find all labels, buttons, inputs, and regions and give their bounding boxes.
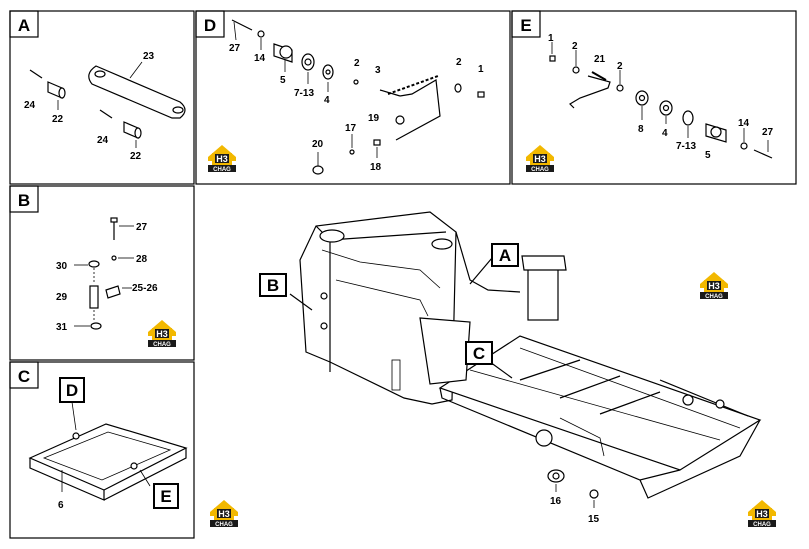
label-a-24a: 24 <box>24 100 36 111</box>
label-e-8: 8 <box>638 124 644 135</box>
label-d-1: 1 <box>478 64 484 75</box>
logo-icon <box>700 272 728 300</box>
label-d-27: 27 <box>229 43 241 54</box>
label-e-5: 5 <box>705 150 711 161</box>
label-d-7-13: 7-13 <box>294 88 314 99</box>
label-d-2a: 2 <box>354 58 360 69</box>
logo-icon <box>148 320 176 348</box>
label-d-17: 17 <box>345 123 357 134</box>
label-b-31: 31 <box>56 322 68 333</box>
svg-text:B: B <box>267 276 279 295</box>
main-chassis-drawing: 16 15 A B C <box>259 211 762 525</box>
svg-text:D: D <box>66 381 78 400</box>
label-b-28: 28 <box>136 254 148 265</box>
logo-icon <box>210 500 238 528</box>
label-d-4: 4 <box>324 95 330 106</box>
label-b-30: 30 <box>56 261 68 272</box>
callout-main-b: B <box>259 273 287 297</box>
label-main-15: 15 <box>588 514 600 525</box>
label-d-5: 5 <box>280 75 286 86</box>
label-main-16: 16 <box>550 496 562 507</box>
logo-icon <box>748 500 776 528</box>
panel-c-tag: C <box>9 361 39 389</box>
label-d-19: 19 <box>368 113 380 124</box>
label-e-1: 1 <box>548 33 554 44</box>
label-d-18: 18 <box>370 162 382 173</box>
svg-text:E: E <box>160 487 171 506</box>
label-e-4: 4 <box>662 128 668 139</box>
panel-c-drawing: 6 D E <box>28 377 188 511</box>
label-d-2b: 2 <box>456 57 462 68</box>
label-d-14: 14 <box>254 53 266 64</box>
panel-e-tag: E <box>511 10 541 38</box>
label-a-24b: 24 <box>97 135 109 146</box>
label-e-2a: 2 <box>572 41 578 52</box>
link-plate <box>88 65 186 119</box>
label-e-7-13: 7-13 <box>676 141 696 152</box>
svg-text:C: C <box>18 367 30 386</box>
svg-text:E: E <box>520 16 531 35</box>
callout-d: D <box>59 377 85 403</box>
panel-b-tag: B <box>9 185 39 213</box>
svg-text:D: D <box>204 16 216 35</box>
label-e-2b: 2 <box>617 61 623 72</box>
panel-a-drawing: 23 24 22 24 22 <box>24 51 186 162</box>
panel-a-frame <box>9 10 195 185</box>
label-a-22a: 22 <box>52 114 64 125</box>
logo-icon <box>526 145 554 173</box>
label-e-21: 21 <box>594 54 606 65</box>
callout-main-c: C <box>465 341 493 365</box>
rear-post <box>527 261 559 321</box>
svg-text:C: C <box>473 344 485 363</box>
panel-e-drawing: 1 2 21 2 8 4 7-13 5 14 27 <box>548 33 774 161</box>
panel-d-frame <box>195 10 511 185</box>
c-frame-6 <box>28 423 188 491</box>
label-e-27: 27 <box>762 127 774 138</box>
panel-d-tag: D <box>195 10 225 38</box>
label-d-20: 20 <box>312 139 324 150</box>
logo-icon <box>208 145 236 173</box>
label-a-23: 23 <box>143 51 155 62</box>
d-rod-3 <box>379 79 441 141</box>
label-e-14: 14 <box>738 118 750 129</box>
svg-text:A: A <box>499 246 511 265</box>
front-tower <box>299 211 457 405</box>
panel-b-drawing: 27 30 28 29 25-26 31 <box>56 217 158 333</box>
svg-text:B: B <box>18 191 30 210</box>
label-c-6: 6 <box>58 500 64 511</box>
callout-main-a: A <box>491 243 519 267</box>
panel-c-frame <box>9 361 195 539</box>
panel-d-drawing: 27 14 5 7-13 4 2 3 2 1 19 17 20 18 <box>229 19 485 175</box>
panel-a-tag: A <box>9 10 39 38</box>
label-b-27: 27 <box>136 222 148 233</box>
panel-e-frame <box>511 10 797 185</box>
e-rod-21 <box>569 75 611 109</box>
b-bushing-29 <box>89 285 99 309</box>
svg-text:A: A <box>18 16 30 35</box>
label-a-22b: 22 <box>130 151 142 162</box>
callout-e: E <box>153 483 179 509</box>
label-b-25-26: 25-26 <box>132 283 158 294</box>
panel-b-frame <box>9 185 195 361</box>
label-b-29: 29 <box>56 292 68 303</box>
label-d-3: 3 <box>375 65 381 76</box>
